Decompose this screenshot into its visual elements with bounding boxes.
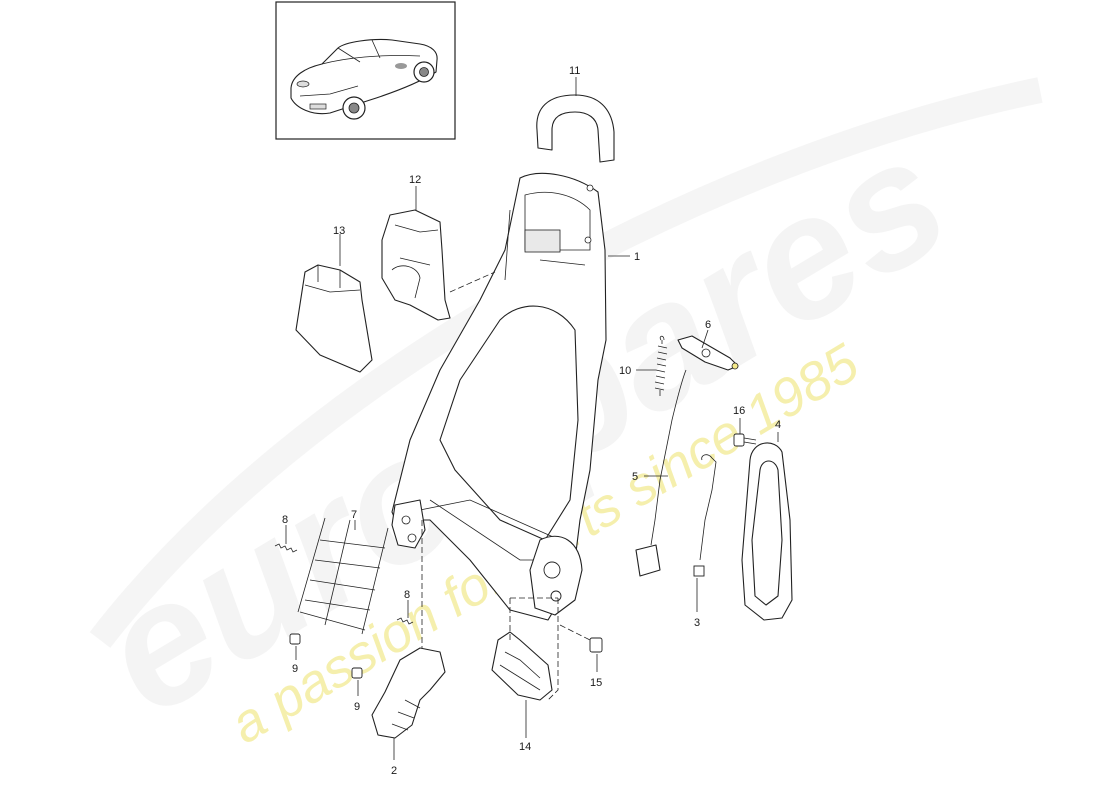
callout-9b: 9 [354,701,360,713]
part-9-clip-a [289,633,301,645]
callout-10: 10 [619,365,631,377]
part-14-gearbox [491,597,559,701]
part-6-bracket [677,335,739,371]
part-5-cable [635,369,687,577]
part-10-spring [654,335,668,396]
callout-13: 13 [333,225,345,237]
part-15-screw [559,624,603,653]
callouts: 1 2 3 4 5 6 7 8 8 9 9 10 11 12 13 14 15 … [282,65,781,777]
leader-lines [285,77,779,760]
callout-7: 7 [351,509,357,521]
part-3-cable-loom [693,454,717,577]
part-12-bracket [381,209,496,321]
callout-16: 16 [733,405,745,417]
callout-11: 11 [569,65,580,77]
part-8-clip-a [274,543,298,553]
part-9-clip-b [351,667,363,679]
callout-14: 14 [519,741,531,753]
callout-8a: 8 [282,514,288,526]
part-1-backrest-frame [391,172,607,621]
callout-2: 2 [391,765,397,777]
callout-6: 6 [705,319,711,331]
callout-3: 3 [694,617,700,629]
car-thumbnail [275,1,456,140]
part-4-trim-ring [741,442,793,621]
part-2-motor [371,520,446,739]
part-13-trim-panel [295,264,373,373]
callout-5: 5 [632,471,638,483]
callout-12: 12 [409,174,421,186]
callout-4: 4 [775,419,781,431]
callout-15: 15 [590,677,602,689]
part-16-screw [733,433,757,447]
part-8-clip-b [396,617,414,625]
part-7-wire-mesh [297,517,389,635]
part-11-headrest-cover [536,94,615,163]
callout-9a: 9 [292,663,298,675]
callout-1: 1 [634,251,640,263]
callout-8b: 8 [404,589,410,601]
